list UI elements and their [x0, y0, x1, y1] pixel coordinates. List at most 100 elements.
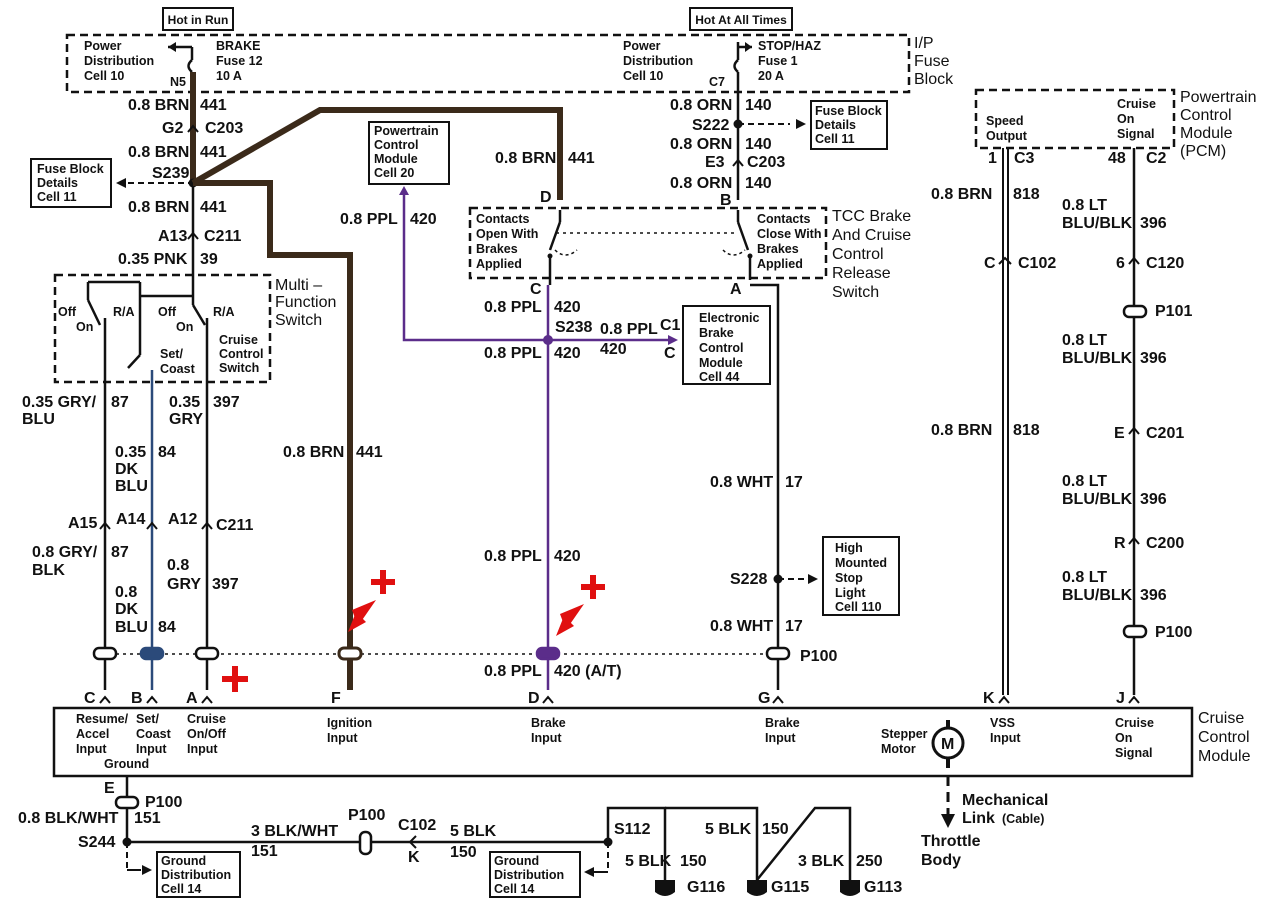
svg-text:STOP/HAZ: STOP/HAZ	[758, 39, 821, 53]
svg-text:Control: Control	[374, 138, 418, 152]
svg-text:C: C	[84, 690, 96, 707]
svg-text:P101: P101	[1155, 303, 1192, 320]
right-wire-labels: 0.8 BRN 818 C C102 0.8 BRN 818 0.8 LT BL…	[931, 186, 1192, 641]
svg-text:Coast: Coast	[136, 727, 172, 741]
svg-text:Cell 10: Cell 10	[623, 69, 663, 83]
svg-text:Cruise: Cruise	[1115, 716, 1154, 730]
svg-text:R/A: R/A	[113, 305, 135, 319]
svg-text:Distribution: Distribution	[84, 54, 154, 68]
svg-text:S244: S244	[78, 834, 115, 851]
svg-text:Powertrain: Powertrain	[1180, 89, 1256, 106]
svg-text:Applied: Applied	[757, 257, 803, 271]
svg-text:0.35 GRY/: 0.35 GRY/	[22, 394, 97, 411]
ccm-pin-labels: C B A F D G K J	[84, 690, 1125, 707]
svg-text:S222: S222	[692, 117, 729, 134]
svg-text:Cell 10: Cell 10	[84, 69, 124, 83]
svg-text:3 BLK/WHT: 3 BLK/WHT	[251, 823, 338, 840]
svg-text:Switch: Switch	[219, 361, 259, 375]
svg-text:Off: Off	[158, 305, 177, 319]
svg-text:R: R	[1114, 535, 1126, 552]
svg-text:420: 420	[600, 341, 627, 358]
svg-text:150: 150	[762, 821, 789, 838]
lower-left-wire-labels: 0.35 GRY/ BLU 87 0.35 DK BLU 84 0.35 GRY…	[22, 394, 383, 636]
pcm-cell-20-box: Powertrain Control Module Cell 20	[368, 121, 450, 185]
hot-at-all-times-header: Hot At All Times	[689, 7, 793, 31]
svg-text:Hot At All Times: Hot At All Times	[695, 13, 787, 27]
svg-text:Cell 14: Cell 14	[161, 882, 201, 896]
svg-text:Speed: Speed	[986, 114, 1024, 128]
stepper-motor-icon: M	[931, 720, 965, 768]
svg-text:151: 151	[134, 810, 161, 827]
svg-text:Fuse 12: Fuse 12	[216, 54, 263, 68]
svg-text:Set/: Set/	[160, 347, 183, 361]
left-column-labels: 0.8 BRN 441 G2 C203 0.8 BRN 441 S239 0.8…	[118, 97, 243, 268]
svg-text:Ignition: Ignition	[327, 716, 372, 730]
svg-text:Contacts: Contacts	[476, 212, 530, 226]
svg-text:K: K	[408, 849, 420, 866]
svg-text:C211: C211	[216, 517, 253, 534]
svg-text:Block: Block	[914, 71, 954, 88]
svg-text:And Cruise: And Cruise	[832, 227, 911, 244]
svg-text:A: A	[730, 281, 742, 298]
svg-text:P100: P100	[1155, 624, 1192, 641]
svg-text:0.8 BRN: 0.8 BRN	[931, 422, 992, 439]
terminal-marks	[99, 695, 1140, 704]
svg-text:Input: Input	[76, 742, 107, 756]
ground-bus-g115	[665, 806, 759, 882]
svg-text:441: 441	[200, 144, 227, 161]
svg-text:Throttle: Throttle	[921, 833, 981, 850]
svg-text:Module: Module	[374, 152, 418, 166]
svg-text:0.8 PPL: 0.8 PPL	[484, 345, 542, 362]
wht-17-labels: 0.8 WHT 17 S228 0.8 WHT 17 P100	[710, 474, 837, 665]
svg-text:Input: Input	[765, 731, 796, 745]
svg-text:420: 420	[554, 345, 581, 362]
svg-text:Accel: Accel	[76, 727, 109, 741]
svg-text:420: 420	[410, 211, 437, 228]
svg-text:48: 48	[1108, 150, 1126, 167]
mechanical-link-labels: Mechanical Link (Cable) Throttle Body	[921, 792, 1048, 869]
svg-text:E: E	[104, 780, 115, 797]
svg-text:Module: Module	[699, 356, 743, 370]
svg-text:Coast: Coast	[160, 362, 196, 376]
svg-text:Module: Module	[1198, 748, 1251, 765]
svg-text:BLU: BLU	[115, 478, 148, 495]
svg-text:0.8 ORN: 0.8 ORN	[670, 97, 732, 114]
svg-text:On/Off: On/Off	[187, 727, 227, 741]
svg-text:C: C	[530, 281, 542, 298]
svg-text:DK: DK	[115, 601, 139, 618]
svg-text:G115: G115	[771, 879, 809, 896]
svg-text:Hot in Run: Hot in Run	[168, 13, 229, 27]
svg-text:0.35: 0.35	[169, 394, 200, 411]
svg-text:C203: C203	[747, 154, 785, 171]
svg-text:818: 818	[1013, 422, 1040, 439]
svg-text:Motor: Motor	[881, 742, 916, 756]
svg-text:396: 396	[1140, 350, 1167, 367]
svg-text:441: 441	[356, 444, 383, 461]
svg-text:87: 87	[111, 394, 129, 411]
ppl-420-to-pcm	[402, 190, 548, 342]
hot-in-run-header: Hot in Run	[162, 7, 234, 31]
svg-text:17: 17	[785, 474, 803, 491]
svg-text:Cruise: Cruise	[1198, 710, 1244, 727]
fuse-block-details-left: Fuse Block Details Cell 11	[30, 158, 193, 208]
svg-text:5 BLK: 5 BLK	[705, 821, 752, 838]
svg-text:Fuse Block: Fuse Block	[815, 104, 882, 118]
svg-text:0.8 BRN: 0.8 BRN	[128, 144, 189, 161]
svg-text:DK: DK	[115, 461, 139, 478]
brn-441-mid-label: 0.8 BRN 441 D	[495, 150, 595, 206]
svg-text:High: High	[835, 541, 863, 555]
svg-text:1: 1	[988, 150, 997, 167]
svg-text:BLU/BLK: BLU/BLK	[1062, 587, 1133, 604]
svg-text:Link: Link	[962, 810, 995, 827]
svg-text:C2: C2	[1146, 150, 1167, 167]
svg-text:Cruise: Cruise	[1117, 97, 1156, 111]
svg-text:C: C	[664, 345, 676, 362]
brn-441-ignition	[193, 180, 353, 690]
svg-text:420: 420	[554, 299, 581, 316]
svg-text:Light: Light	[835, 586, 866, 600]
svg-text:441: 441	[200, 97, 227, 114]
svg-text:G2: G2	[162, 120, 183, 137]
svg-text:Cruise: Cruise	[187, 712, 226, 726]
svg-text:(Cable): (Cable)	[1002, 812, 1044, 826]
